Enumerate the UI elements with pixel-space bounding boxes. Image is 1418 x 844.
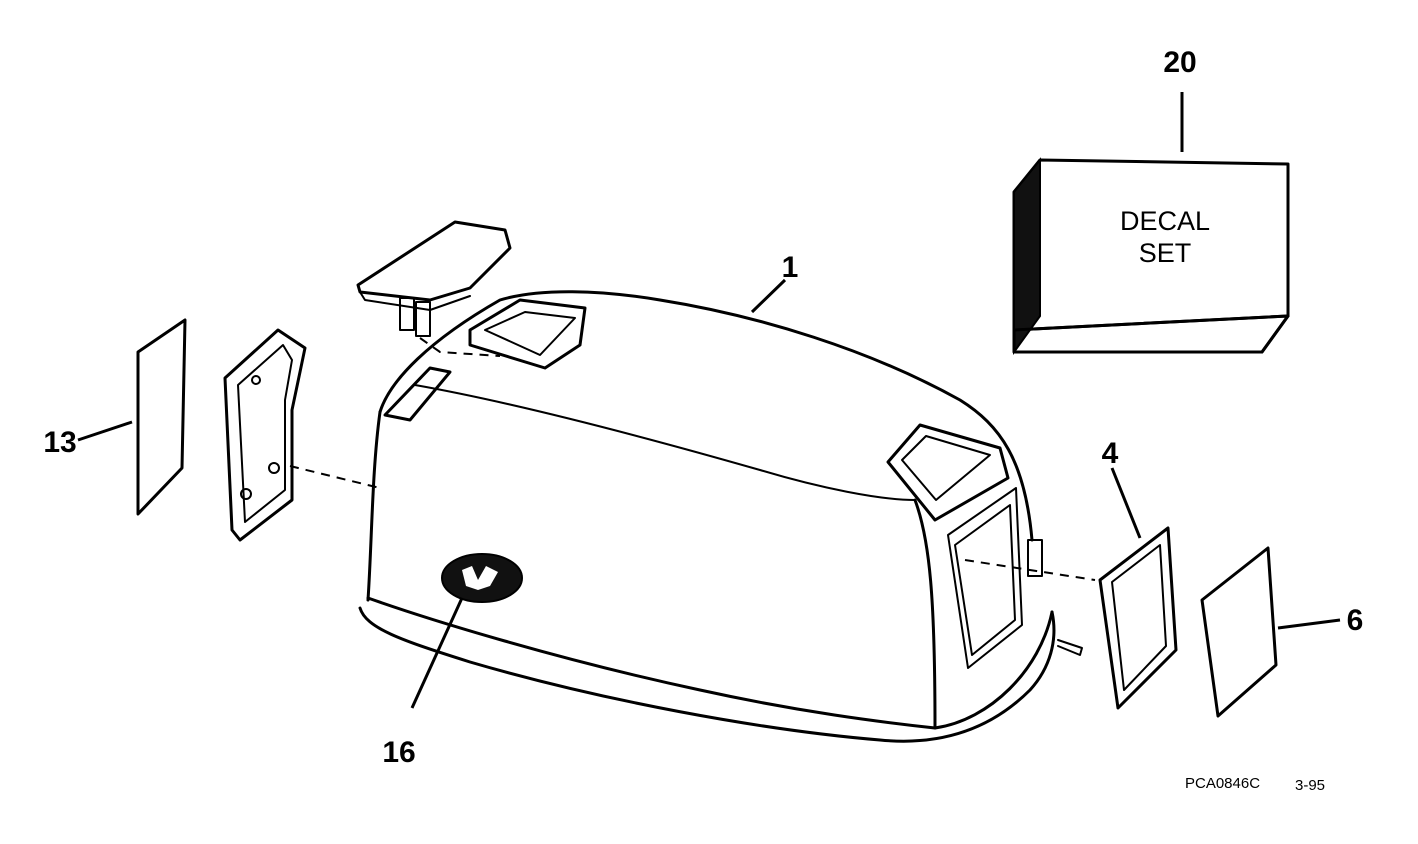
callout-6: 6 [1347, 604, 1364, 637]
callout-13: 13 [43, 426, 76, 459]
decal-set-box: DECAL SET [1012, 92, 1290, 356]
callout-20: 20 [1163, 46, 1196, 79]
callout-16: 16 [382, 736, 415, 769]
leader-line-4 [1110, 467, 1142, 539]
leader-line-1 [750, 278, 787, 314]
part-code: PCA0846C [1185, 775, 1260, 792]
top-handle [356, 220, 512, 357]
left-decal-panel [77, 318, 187, 516]
leader-line-16 [410, 597, 464, 709]
leader-line-13 [77, 420, 133, 442]
decal-box-line1: DECAL [1120, 206, 1210, 236]
date-code: 3-95 [1295, 777, 1325, 794]
right-grommet [964, 467, 1178, 710]
callout-4: 4 [1102, 437, 1119, 470]
leader-line-6 [1277, 618, 1341, 630]
right-decal-panel [1200, 546, 1341, 718]
decal-box-line2: SET [1139, 238, 1192, 268]
engine-cover [358, 290, 1083, 743]
emblem [410, 553, 523, 709]
left-bracket [223, 328, 381, 542]
callout-1: 1 [782, 251, 799, 284]
